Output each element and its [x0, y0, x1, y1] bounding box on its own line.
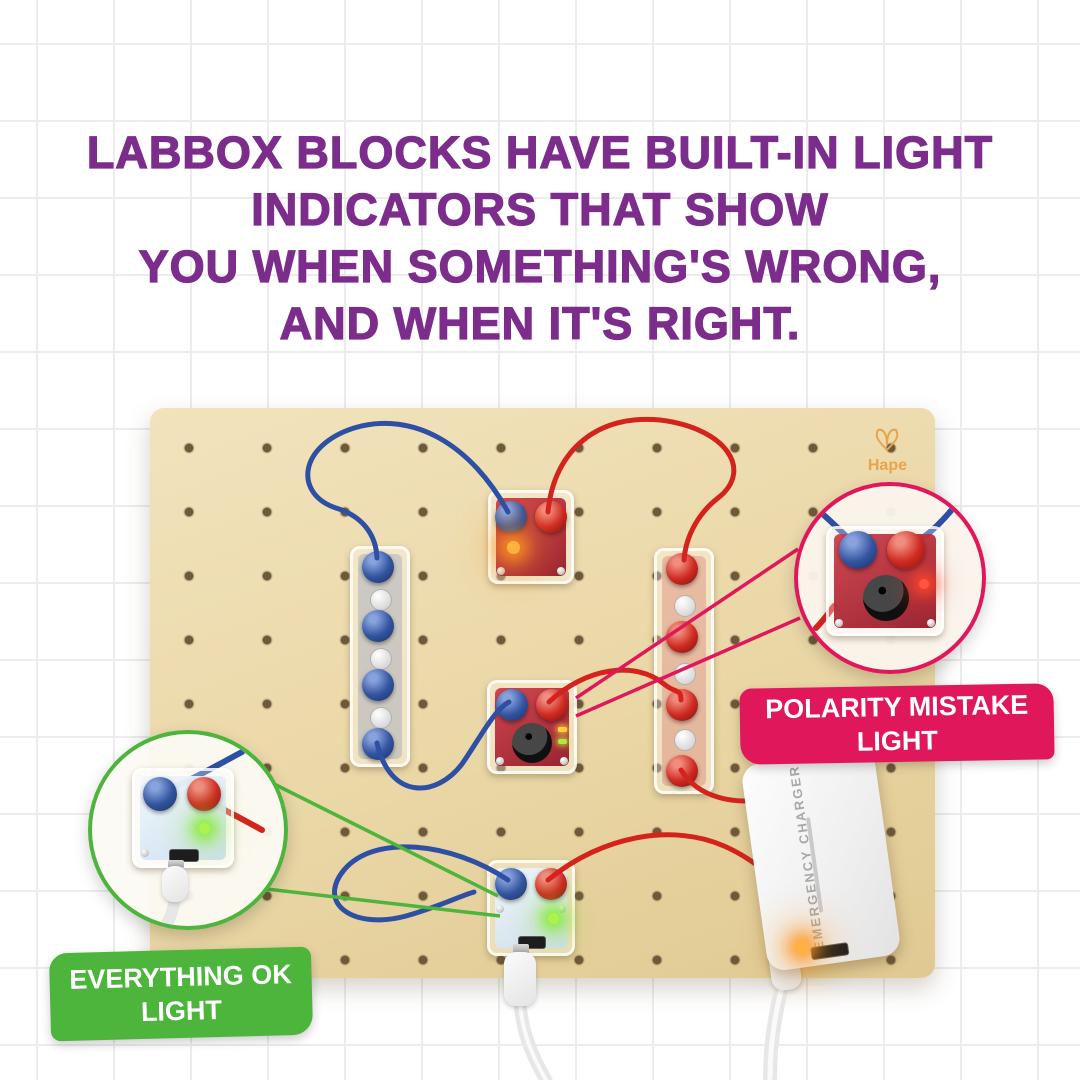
hape-logo: Hape [868, 426, 907, 475]
snap-cap-blue-icon [362, 669, 394, 701]
headline: LABBOX BLOCKS HAVE BUILT-IN LIGHT INDICA… [0, 124, 1080, 352]
snap-cap-blue-icon [496, 689, 528, 721]
leaf-icon [876, 428, 899, 451]
snap-cap-red-icon [887, 531, 925, 569]
battery-block-red [654, 548, 714, 794]
usb-plug-body [504, 952, 536, 1006]
headline-line-2: INDICATORS THAT SHOW [251, 183, 829, 235]
screw-icon [927, 619, 935, 627]
battery-cell [370, 648, 392, 670]
everything-ok-led-icon [199, 823, 210, 834]
snap-cap-red-icon [666, 621, 698, 653]
screw-icon [835, 619, 843, 627]
charging-led-icon [795, 939, 810, 955]
light-block [488, 490, 574, 584]
snap-cap-red-icon [535, 868, 567, 900]
snap-cap-blue-icon [495, 868, 527, 900]
screw-icon [497, 567, 505, 575]
snap-cap-blue-icon [839, 531, 877, 569]
snap-cap-red-icon [187, 777, 221, 811]
snap-cap-blue-icon [143, 777, 177, 811]
polarity-label: POLARITY MISTAKE LIGHT [739, 683, 1055, 765]
headline-line-3: YOU WHEN SOMETHING'S WRONG, [138, 240, 942, 292]
buzzer-block [487, 680, 577, 774]
battery-block-blue [350, 546, 410, 767]
headline-line-1: LABBOX BLOCKS HAVE BUILT-IN LIGHT [86, 126, 994, 178]
usb-plug-tip [168, 860, 184, 868]
ok-label: EVERYTHING OK LIGHT [48, 946, 314, 1042]
ok-callout-circle [88, 730, 288, 930]
battery-cell [674, 663, 696, 685]
buzzer-icon [512, 723, 552, 763]
power-bank: EMERGENCY CHARGER [740, 747, 902, 973]
polarity-zoom-block [826, 526, 944, 636]
snap-cap-red-icon [535, 501, 567, 533]
polarity-label-line-2: LIGHT [856, 725, 939, 757]
usb-plug-body [162, 866, 188, 902]
battery-cell [674, 595, 696, 617]
snap-cap-red-icon [666, 755, 698, 787]
zoom-wire-red [813, 603, 837, 631]
screw-icon [496, 905, 504, 913]
usb-plug-tip [513, 944, 529, 954]
battery-cell [370, 589, 392, 611]
polarity-label-line-1: POLARITY MISTAKE [764, 689, 1029, 725]
screw-icon [560, 757, 568, 765]
zoom-usb-cable [160, 894, 181, 926]
screw-icon [141, 849, 149, 857]
usb-block-cable [513, 995, 553, 1080]
snap-cap-blue-icon [362, 551, 394, 583]
battery-cell [370, 707, 392, 729]
headline-line-4: AND WHEN IT'S RIGHT. [279, 297, 801, 349]
polarity-mistake-led-icon [919, 579, 929, 589]
screw-icon [496, 757, 504, 765]
snap-cap-blue-icon [362, 610, 394, 642]
brand-text: Hape [867, 457, 907, 474]
power-bank-label: EMERGENCY CHARGER [786, 763, 827, 952]
indicator-led-yellow [558, 727, 567, 732]
snap-cap-red-icon [666, 689, 698, 721]
snap-cap-blue-icon [495, 501, 527, 533]
ok-zoom-block [132, 768, 234, 868]
buzzer-icon [863, 575, 909, 621]
usb-block [487, 860, 575, 956]
screw-icon [557, 567, 565, 575]
polarity-callout-circle [794, 482, 986, 674]
lit-led-icon [507, 541, 520, 554]
ok-led-icon [548, 913, 559, 924]
snap-cap-blue-icon [362, 728, 394, 760]
usb-port [169, 849, 199, 862]
indicator-led-green [558, 739, 567, 744]
ok-label-line-2: LIGHT [140, 994, 223, 1028]
usb-block-cable-highlight [518, 1000, 548, 1080]
snap-cap-red-icon [666, 553, 698, 585]
snap-cap-red-icon [536, 689, 568, 721]
battery-cell [674, 729, 696, 751]
screw-icon [558, 905, 566, 913]
